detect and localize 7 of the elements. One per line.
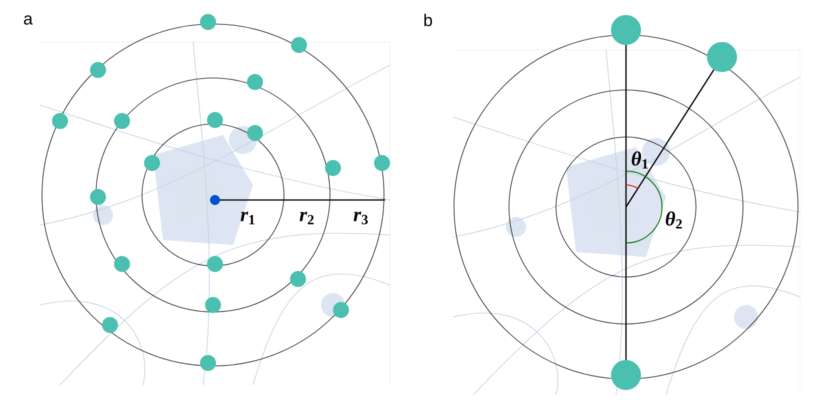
variable-label: θ$_{1}$ (632, 151, 648, 169)
panel-label: a (24, 15, 33, 25)
variable-label: r$_{3}$ (354, 212, 368, 224)
variable-label: r$_{2}$ (300, 212, 314, 224)
variable-label: θ$_{2}$ (666, 211, 682, 229)
variable-label: r$_{1}$ (240, 212, 254, 224)
panel-label: b (424, 14, 432, 26)
